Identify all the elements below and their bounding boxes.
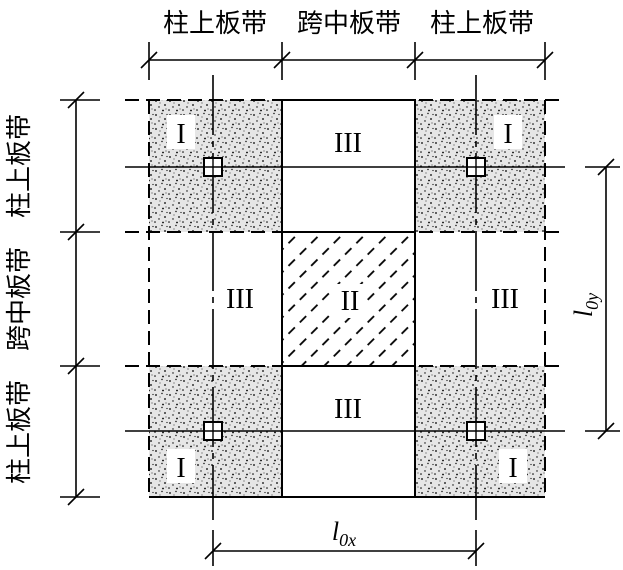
top-strip-dimension: 柱上板带 跨中板带 柱上板带 xyxy=(140,9,554,80)
panel-label-bottom-left: I xyxy=(176,453,185,484)
left-strip-label-1: 柱上板带 xyxy=(5,114,35,218)
top-strip-label-3: 柱上板带 xyxy=(430,9,534,39)
dimension-l0x: l0x xyxy=(204,517,485,566)
panel-label-top-right: I xyxy=(503,119,512,150)
left-strip-label-3: 柱上板带 xyxy=(5,380,35,484)
left-strip-dimension: 柱上板带 跨中板带 柱上板带 xyxy=(5,91,100,506)
panel-label-left-middle: III xyxy=(226,284,254,315)
outline-top-middle xyxy=(281,99,416,233)
panel-label-bottom-middle: III xyxy=(334,394,362,425)
panel-label-top-left: I xyxy=(176,119,185,150)
top-strip-label-2: 跨中板带 xyxy=(297,9,401,39)
panel-label-bottom-right: I xyxy=(508,453,517,484)
l0y-sub: 0y xyxy=(582,293,602,310)
dashed-boundaries xyxy=(125,99,565,497)
column-grid-lines xyxy=(125,75,565,520)
dimension-label-l0x: l0x xyxy=(332,517,356,550)
panel-label-right-middle: III xyxy=(491,284,519,315)
l0x-sub: 0x xyxy=(339,530,356,550)
columns xyxy=(203,157,486,441)
panel-label-top-middle: III xyxy=(334,128,362,159)
left-strip-label-2: 跨中板带 xyxy=(5,247,35,351)
panel-label-center: II xyxy=(341,286,360,317)
panel-labels: I I I I III III III III II xyxy=(167,115,527,484)
dimension-label-l0y: l0y xyxy=(569,293,602,317)
l0x-base: l xyxy=(332,517,339,546)
dimension-l0y: l0y xyxy=(569,158,620,440)
top-strip-label-1: 柱上板带 xyxy=(163,9,267,39)
l0y-base: l xyxy=(569,310,598,317)
